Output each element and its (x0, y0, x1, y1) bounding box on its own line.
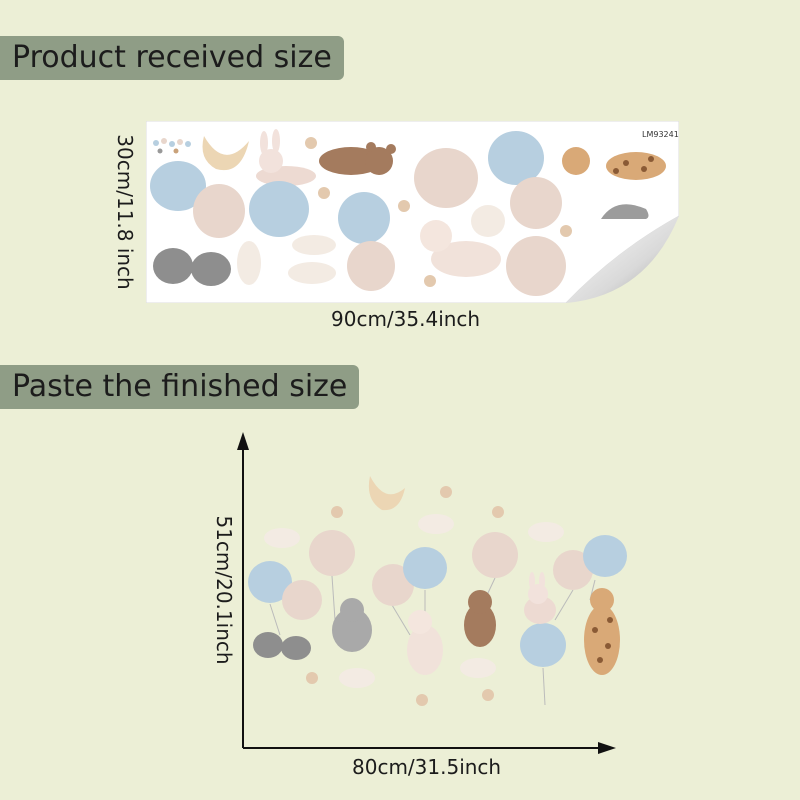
finished-arrangement (248, 476, 627, 706)
elephant-sticker (332, 598, 372, 652)
finished-size-label: Paste the finished size (0, 365, 360, 409)
elephant-sticker (601, 204, 649, 219)
cloud-stickers (237, 205, 505, 285)
cat-sticker (153, 248, 231, 286)
moon-sticker (202, 136, 249, 171)
balloon-stickers (248, 530, 627, 667)
finished-width-label: 80cm/31.5inch (352, 755, 502, 779)
giraffe-sticker (562, 147, 666, 180)
sheep-sticker (407, 610, 443, 675)
arrow-right-icon (598, 742, 616, 754)
balloon-stickers (150, 131, 566, 296)
star-stickers (306, 486, 504, 706)
received-width-label: 90cm/35.4inch (331, 307, 481, 331)
received-size-label: Product received size (0, 36, 344, 80)
bear-sticker (319, 142, 396, 175)
product-code: LM93241 (642, 130, 679, 139)
star-stickers (305, 137, 572, 287)
cloud-stickers (264, 514, 564, 688)
finished-height-label: 51cm/20.1inch (212, 515, 236, 665)
thumbnail-preview (153, 138, 191, 154)
arrow-up-icon (237, 432, 249, 450)
sticker-sheet: LM93241 (146, 121, 679, 303)
bunny-sticker (524, 572, 556, 624)
giraffe-sticker (584, 588, 620, 675)
sheep-sticker (420, 220, 501, 277)
bunny-sticker (256, 129, 316, 186)
cat-sticker (253, 632, 311, 660)
bear-sticker (464, 590, 496, 647)
moon-sticker (368, 476, 405, 511)
